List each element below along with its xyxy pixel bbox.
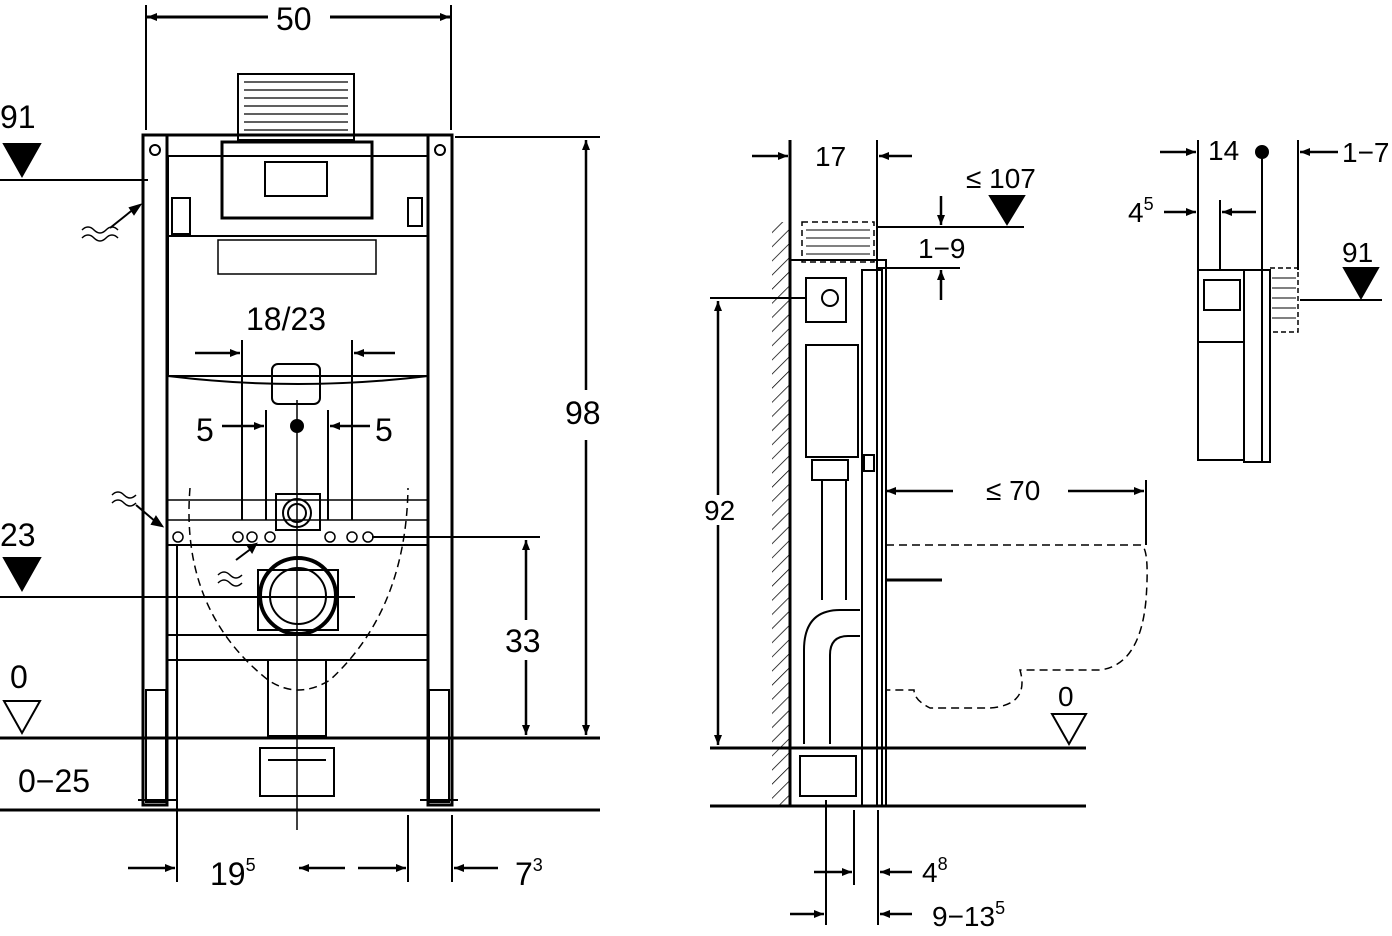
side-floor-zero-label: 0: [1058, 681, 1074, 712]
level-marker-107: [988, 195, 1026, 226]
front-bowl-axis-label: 33: [505, 623, 541, 659]
front-height-label: 98: [565, 395, 601, 431]
wall-bowl-outline: [886, 544, 1148, 709]
detail-small-label: 45: [1128, 194, 1154, 228]
side-depth-label: 17: [815, 141, 846, 172]
front-bottom-right-label: 73: [515, 855, 543, 892]
front-drain-width-label: 18/23: [246, 301, 326, 337]
flush-plate-cover: [237, 73, 355, 141]
level-marker-23: [2, 557, 42, 593]
detail-offset-label: 1−7: [1342, 137, 1390, 168]
front-water-level-label: 91: [0, 99, 36, 135]
wall-hatch: [772, 222, 790, 806]
front-flush-left-label: 5: [196, 412, 214, 448]
side-height-label: 92: [704, 495, 735, 526]
front-width-label: 50: [276, 1, 312, 37]
front-floor-zero-label: 0: [10, 659, 28, 695]
frame-post-left: [141, 133, 169, 807]
level-marker-91-detail: [1342, 267, 1380, 301]
cistern-body: [167, 155, 429, 377]
level-marker-0-front: [2, 700, 42, 736]
side-top-max-label: ≤ 107: [966, 163, 1036, 194]
flush-valve-head: [220, 140, 374, 220]
front-connection-height-label: 23: [0, 517, 36, 553]
side-bottom-a-label: 48: [922, 854, 948, 888]
front-bottom-left-label: 195: [210, 855, 256, 892]
front-floor-range-label: 0−25: [18, 763, 90, 799]
frame-post-right: [426, 133, 454, 807]
detail-view: [1160, 140, 1382, 463]
side-bowl-projection-label: ≤ 70: [986, 475, 1040, 506]
side-view: [710, 140, 1148, 925]
front-flush-right-label: 5: [375, 412, 393, 448]
level-marker-0-side: [1050, 713, 1088, 747]
level-marker-91: [2, 143, 42, 179]
side-top-adjust-label: 1−9: [918, 233, 966, 264]
detail-width-label: 14: [1208, 135, 1239, 166]
detail-level-label: 91: [1342, 237, 1373, 268]
side-bottom-b-label: 9−135: [932, 898, 1005, 932]
front-view: [0, 5, 600, 882]
